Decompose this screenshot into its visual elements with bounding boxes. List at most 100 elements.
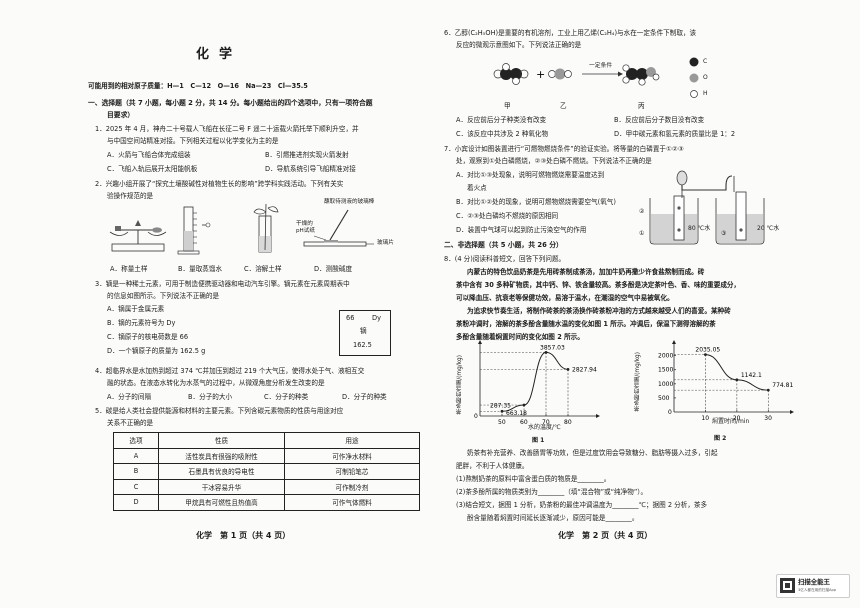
page-2-footer: 化学 第 2 页（共 4 页） [558,531,653,540]
section-2-heading: 二、非选择题（共 5 小题，共 26 分） [444,241,563,249]
q7-line2: 处，观察到①处白磷燃烧，②③处白磷不燃烧。下列说法不正确的是 [456,157,652,165]
data-label: 1142.1 [741,372,762,379]
q2-option-a: A．称量土样 [110,265,148,273]
data-label: 3857.03 [540,344,565,351]
table-cell: 甲烷具有可燃性且热值高 [158,494,285,511]
q8-part-1: (1)熬制奶茶的原料中富含蛋白质的物质是________。 [456,475,611,483]
position-2-label: ② [639,208,645,215]
y-axis-arrow [478,340,482,344]
q4-option-a: A．分子的间隔 [107,393,152,401]
exam-page-2: 6．乙醇(C₂H₅OH)是重要的有机溶剂，工业上用乙烯(C₂H₄)与水在一定条件… [430,0,860,608]
balance-diagram [109,220,167,252]
table-cell: 活性炭具有很强的吸附性 [158,447,285,464]
q8-part-3: (3)结合短文，据图 1 分析，奶茶粉的最佳冲调温度为________℃；据图 … [456,501,708,509]
chart1-ylabel: 茶多酚的含量/(mg/kg) [457,355,463,415]
table-cell: 干冰容易升华 [158,478,285,495]
q1-line1: 1．2025 年 4 月，神舟二十号载人飞船在长征二号 F 遥二十运载火箭托举下… [95,125,359,133]
badge-title: 扫描全能王 [798,578,830,586]
table-row: A 活性炭具有很强的吸附性 可作净水材料 [113,447,420,464]
q7-option-b: B．对比①②处的现象，说明可燃物燃烧需要空气(氧气) [456,198,616,206]
y-axis-arrow [672,340,676,344]
y-tick-label: 500 [658,395,670,402]
y-tick-label: 1000 [658,381,673,388]
page-1-footer: 化学 第 1 页（共 4 页） [196,531,291,540]
q4-line2: 融的状态。在液态水转化为水蒸气的过程中，从微观角度分析发生改变的是 [107,379,325,387]
q7-option-d: D．装置中气球可以起到防止污染空气的作用 [456,226,587,234]
element-name: 镝 [360,327,367,335]
data-label: 2035.05 [695,347,720,354]
legend-oxygen: O [703,74,708,81]
q4-option-b: B．分子的大小 [188,393,233,401]
element-symbol: Dy [372,314,381,322]
table-cell: 石墨具有优良的导电性 [158,463,285,480]
q4-line1: 4．超临界水是水加热到超过 374 ℃并加压到超过 219 个大气压，使得水处于… [95,367,365,375]
reactant-b-label: 乙 [560,102,567,110]
data-point [766,388,770,392]
hot-water-label: 80 ℃水 [688,225,711,232]
passage-line: 可以降血压、抗衰老等保健功效，易溶于温水，在潮湿的空气中易被氧化。 [456,294,674,302]
x-tick-label: 10 [701,415,709,422]
x-axis-arrow [596,414,600,418]
combustion-apparatus [649,170,765,245]
q1-line2: 与中国空间站精准对接。下列相关过程以化学变化为主的是 [107,137,279,145]
column-header: 性质 [158,432,285,449]
table-cell: B [113,463,159,480]
q3-option-b: B．镝的元素符号为 Dy [107,319,176,327]
exam-page-1: 化学 可能用到的相对原子质量：H—1 C—12 O—16 Na—23 Cl—35… [88,47,420,540]
chart2-xlabel: 焖置时间/min [712,418,750,425]
y-zero-label: 0 [668,409,672,416]
x-tick-label: 20 [733,415,741,422]
q5-line1: 5．碳是给人类社会提供能源和材料的主要元素。下列含碳元素物质的性质与用途对应 [95,407,344,415]
ph-paper-label: 干燥的 pH试纸 [296,221,315,234]
q8-heading: 8．(4 分)阅读科普短文，回答下列问题。 [444,255,566,263]
section-1-heading-cont: 目要求） [107,111,135,119]
q5-line2: 关系不正确的是 [107,419,154,427]
passage-line: 茶粉冲调时，溶解的茶多酚含量随水温的变化如图 1 所示。冲调后，保温下测得溶解的… [456,320,716,328]
q6-option-a: A．反应前后分子种类没有改变 [456,116,547,124]
table-row: B 石墨具有优良的导电性 可制铅笔芯 [113,463,420,480]
q7-option-a: A．对比①③处现象，说明可燃物燃烧需要温度达到 [456,171,605,179]
data-label: 2827.94 [572,366,597,373]
section-1-heading: 一、选择题（共 7 小题，每小题 2 分，共 14 分。每小题给出的四个选项中，… [88,99,373,107]
q6-option-c: C．该反应中共涉及 2 种氧化物 [456,130,549,138]
q6-line1: 6．乙醇(C₂H₅OH)是重要的有机溶剂，工业上用乙烯(C₂H₄)与水在一定条件… [444,29,697,37]
chart1-xlabel: 水的温度/℃ [528,424,561,431]
data-point [544,350,548,354]
q3-line1: 3．镝是一种稀土元素，可用于制造便携驱动器和电动汽车引擎。镝元素在元素周期表中 [95,280,350,288]
x-tick-label: 50 [498,419,506,426]
q1-option-b: B．引燃推进剂实现火箭发射 [265,151,349,159]
table-cell: 可作制冷剂 [284,478,420,495]
q3-option-c: C．镝原子的核电荷数是 66 [107,333,189,341]
stirring-rod-label: 蘸取待测液的玻璃棒 [324,199,375,205]
page-title: 化学 [196,47,243,62]
position-3-label: ③ [721,230,727,237]
atomic-masses: 可能用到的相对原子质量：H—1 C—12 O—16 Na—23 Cl—35.5 [88,82,308,90]
column-header: 选项 [113,432,159,449]
table-cell: A [113,447,159,464]
q4-option-d: D．分子的种类 [342,393,387,401]
data-label: 774.81 [772,382,793,389]
table-cell: D [113,494,159,511]
cold-water-label: 20 ℃水 [757,225,780,232]
q6-option-d: D．甲中碳元素和氢元素的质量比是 1：2 [614,130,736,138]
chart1-title: 图 1 [532,437,545,444]
table-cell: 可作气体燃料 [284,494,420,511]
table-cell: 可制铅笔芯 [284,463,420,480]
reaction-diagram: + [493,63,660,86]
closing-line: 肥胖，不利于人体健康。 [456,462,529,470]
chart2-title: 图 2 [714,435,727,442]
x-tick-label: 80 [564,419,572,426]
q7-option-a-cont: 着火点 [467,184,487,192]
position-1-label: ① [639,230,645,237]
x-tick-label: 30 [764,415,772,422]
passage-line: 为追求快节奏生活，将制作砖茶的茶汤换作砖茶粉冲泡的方式越来越受人们的喜爱。某种砖 [467,307,731,315]
element-card-dy: 66 Dy 镝 162.5 [339,310,391,356]
q2-option-b: B．量取蒸馏水 [178,265,223,273]
q2-line2: 验操作规范的是 [107,192,154,200]
data-point [704,353,707,357]
table-row: C 干冰容易升华 可作制冷剂 [113,478,420,495]
q6-line2: 反应的微观示意图如下。下列说法正确的是 [456,41,582,49]
glass-plate-label: 玻璃片 [377,240,394,246]
